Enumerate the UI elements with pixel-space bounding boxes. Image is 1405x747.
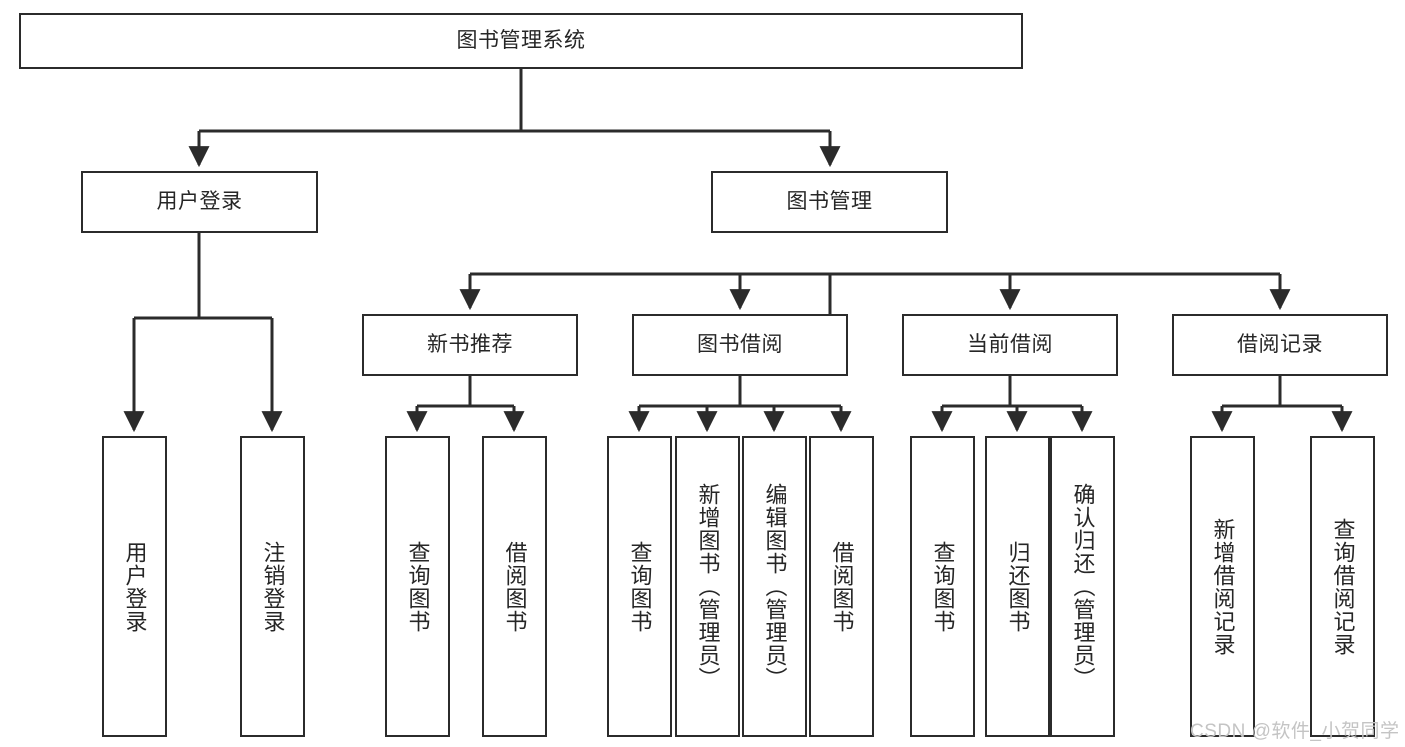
node-user-login-label: 用户登录 (156, 190, 243, 214)
leaf-query-borrow-record[interactable]: 查询借阅记录 (1310, 436, 1375, 737)
node-user-login[interactable]: 用户登录 (81, 171, 318, 233)
leaf-confirm-return-label: 确认归还（管理员） (1070, 483, 1096, 690)
leaf-borrow-book-2-label: 借阅图书 (829, 540, 855, 633)
leaf-return-book-label: 归还图书 (1005, 540, 1031, 633)
leaf-return-book[interactable]: 归还图书 (985, 436, 1050, 737)
leaf-add-borrow-record-label: 新增借阅记录 (1210, 517, 1236, 656)
watermark: CSDN @软件_小贺同学 (1190, 721, 1400, 742)
leaf-query-book-3[interactable]: 查询图书 (910, 436, 975, 737)
leaf-add-book-label: 新增图书（管理员） (695, 483, 721, 690)
node-current-borrow-label: 当前借阅 (967, 333, 1053, 357)
leaf-query-book-1[interactable]: 查询图书 (385, 436, 450, 737)
leaf-query-book-2[interactable]: 查询图书 (607, 436, 672, 737)
node-borrow-record[interactable]: 借阅记录 (1172, 314, 1388, 376)
node-new-book-recommend-label: 新书推荐 (427, 333, 513, 357)
node-book-borrow-label: 图书借阅 (697, 333, 783, 357)
node-borrow-record-label: 借阅记录 (1237, 333, 1323, 357)
node-root-label: 图书管理系统 (456, 29, 586, 53)
leaf-borrow-book-2[interactable]: 借阅图书 (809, 436, 874, 737)
node-book-borrow[interactable]: 图书借阅 (632, 314, 848, 376)
leaf-query-book-2-label: 查询图书 (627, 540, 653, 633)
leaf-add-book[interactable]: 新增图书（管理员） (675, 436, 740, 737)
node-book-manage-label: 图书管理 (786, 190, 873, 214)
leaf-logout-label: 注销登录 (260, 540, 286, 633)
leaf-logout[interactable]: 注销登录 (240, 436, 305, 737)
node-book-manage[interactable]: 图书管理 (711, 171, 948, 233)
leaf-user-login[interactable]: 用户登录 (102, 436, 167, 737)
leaf-borrow-book-1-label: 借阅图书 (502, 540, 528, 633)
node-new-book-recommend[interactable]: 新书推荐 (362, 314, 578, 376)
leaf-edit-book-label: 编辑图书（管理员） (762, 483, 788, 690)
leaf-query-borrow-record-label: 查询借阅记录 (1330, 517, 1356, 656)
node-current-borrow[interactable]: 当前借阅 (902, 314, 1118, 376)
node-root[interactable]: 图书管理系统 (19, 13, 1023, 69)
leaf-add-borrow-record[interactable]: 新增借阅记录 (1190, 436, 1255, 737)
leaf-edit-book[interactable]: 编辑图书（管理员） (742, 436, 807, 737)
leaf-query-book-1-label: 查询图书 (405, 540, 431, 633)
leaf-query-book-3-label: 查询图书 (930, 540, 956, 633)
leaf-user-login-label: 用户登录 (122, 540, 148, 633)
leaf-confirm-return[interactable]: 确认归还（管理员） (1050, 436, 1115, 737)
leaf-borrow-book-1[interactable]: 借阅图书 (482, 436, 547, 737)
